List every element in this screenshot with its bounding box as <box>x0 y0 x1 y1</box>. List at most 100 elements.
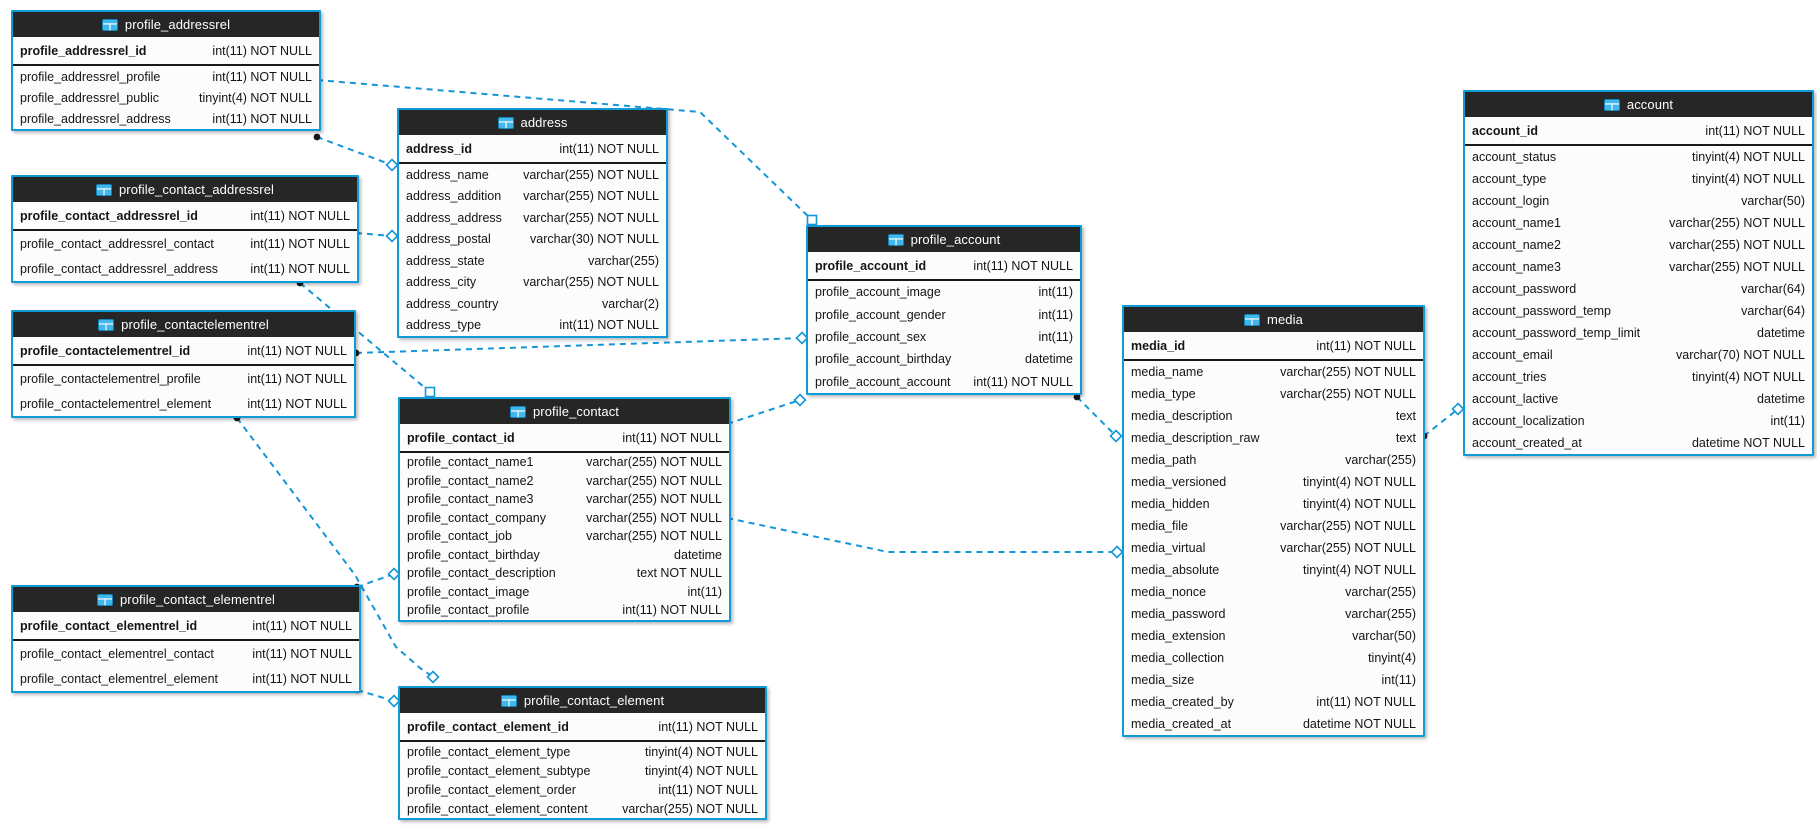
table-header[interactable]: profile_contactelementrel <box>13 312 354 337</box>
connector-profile_contact-profile_account[interactable] <box>723 393 807 428</box>
connector-profile_contact-media[interactable] <box>723 514 1124 559</box>
connector-profile_addressrel-address[interactable] <box>313 133 399 172</box>
table-header[interactable]: profile_addressrel <box>13 12 319 37</box>
connector-profile_contact_addressrel-address[interactable] <box>352 229 399 243</box>
table-header[interactable]: media <box>1124 307 1423 332</box>
connector-media-account[interactable] <box>1420 402 1465 440</box>
table-header[interactable]: profile_contact_addressrel <box>13 177 357 202</box>
table-header[interactable]: profile_contact_element <box>400 688 765 713</box>
connector-profile_account-media[interactable] <box>1073 393 1123 443</box>
table-header[interactable]: address <box>399 110 666 135</box>
table-header[interactable]: profile_account <box>808 227 1080 252</box>
connector-profile_contactelementrel-profile_account[interactable] <box>352 331 809 357</box>
table-header[interactable]: account <box>1465 92 1812 117</box>
table-header[interactable]: profile_contact_elementrel <box>13 587 359 612</box>
